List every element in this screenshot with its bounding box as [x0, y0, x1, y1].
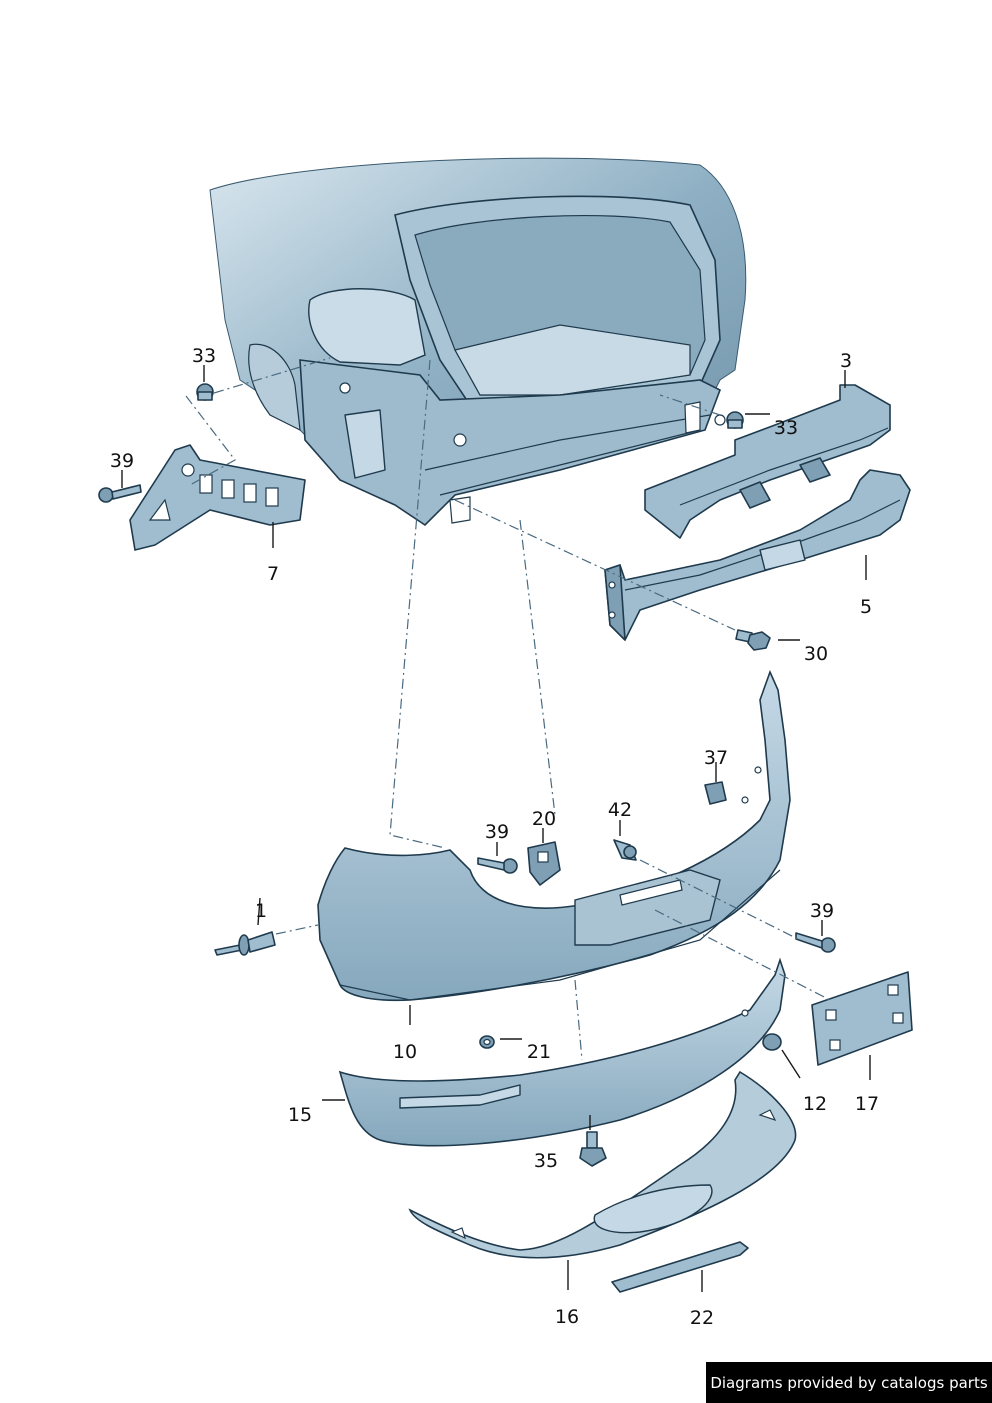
fastener-33-right	[726, 411, 744, 429]
callout-7: 7	[267, 563, 279, 585]
part-5-bumper-carrier	[604, 469, 911, 641]
callout-1: 1	[255, 900, 267, 922]
bolt-35	[579, 1131, 607, 1167]
part-16-diffuser	[408, 1070, 797, 1259]
callout-42: 42	[608, 799, 632, 821]
callout-20: 20	[532, 808, 556, 830]
callout-17: 17	[855, 1093, 879, 1115]
grommet-21	[479, 1035, 495, 1049]
rivet-1	[214, 931, 276, 956]
callout-35: 35	[534, 1150, 558, 1172]
part-15-lower-trim	[338, 957, 786, 1147]
part-3-impact-absorber	[644, 384, 891, 539]
car-body-rear	[209, 157, 747, 527]
callout-33-left: 33	[192, 345, 216, 367]
callout-39-left: 39	[110, 450, 134, 472]
part-10-bumper-cover	[317, 669, 791, 1002]
callout-33-right: 33	[774, 417, 798, 439]
callout-37: 37	[704, 747, 728, 769]
callout-10: 10	[393, 1041, 417, 1063]
callout-15: 15	[288, 1104, 312, 1126]
screw-39-right	[795, 932, 836, 953]
part-22-cover-strip	[611, 1241, 749, 1293]
part-7-side-bracket	[129, 444, 306, 551]
callout-22: 22	[690, 1307, 714, 1329]
callout-30: 30	[804, 643, 828, 665]
callout-3: 3	[840, 350, 852, 372]
nut-42	[613, 839, 637, 861]
callout-5: 5	[860, 596, 872, 618]
clip-37	[704, 781, 727, 805]
catalog-credit-badge: Diagrams provided by catalogs parts	[706, 1362, 992, 1403]
callout-16: 16	[555, 1306, 579, 1328]
screw-39-left	[98, 484, 142, 503]
clip-20	[527, 841, 561, 886]
leader-lines	[121, 365, 871, 1292]
bolt-30	[735, 629, 771, 651]
callout-labels: 33 39 7 3 33 5 30 37 42 20 39 39 1 10 21…	[110, 345, 879, 1329]
cap-12	[762, 1033, 782, 1051]
assembly-lines	[185, 357, 831, 1061]
fastener-33-left	[196, 383, 214, 401]
part-17-plate-holder	[811, 971, 913, 1066]
callout-39-center: 39	[485, 821, 509, 843]
callout-12: 12	[803, 1093, 827, 1115]
callout-39-right: 39	[810, 900, 834, 922]
callout-21: 21	[527, 1041, 551, 1063]
catalog-credit-text: Diagrams provided by catalogs parts	[710, 1373, 988, 1392]
screw-39-center	[477, 857, 518, 874]
